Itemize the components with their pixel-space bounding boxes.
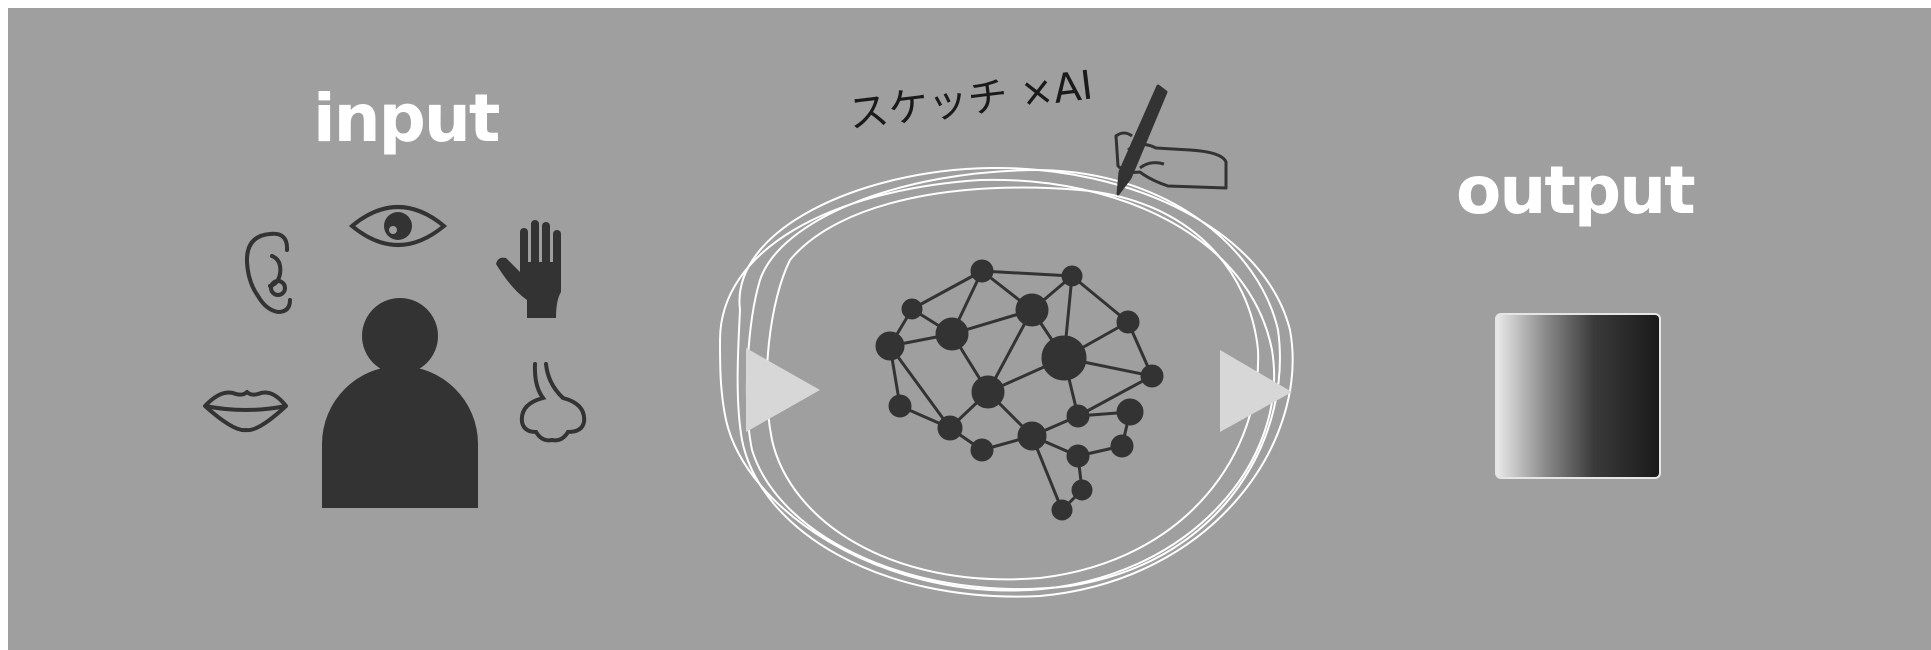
arrow-right-icon: [1220, 350, 1292, 432]
lips-icon: [205, 392, 286, 430]
nose-icon: [522, 364, 584, 440]
brain-network-icon: [877, 261, 1162, 519]
eye-icon: [352, 207, 444, 245]
arrow-right-icon: [746, 348, 820, 432]
hand-icon: [496, 220, 561, 318]
ear-icon: [247, 234, 290, 312]
output-gradient-square: [1495, 313, 1661, 479]
pencil-hand-icon: [1116, 86, 1226, 194]
person-icon: [322, 298, 478, 508]
